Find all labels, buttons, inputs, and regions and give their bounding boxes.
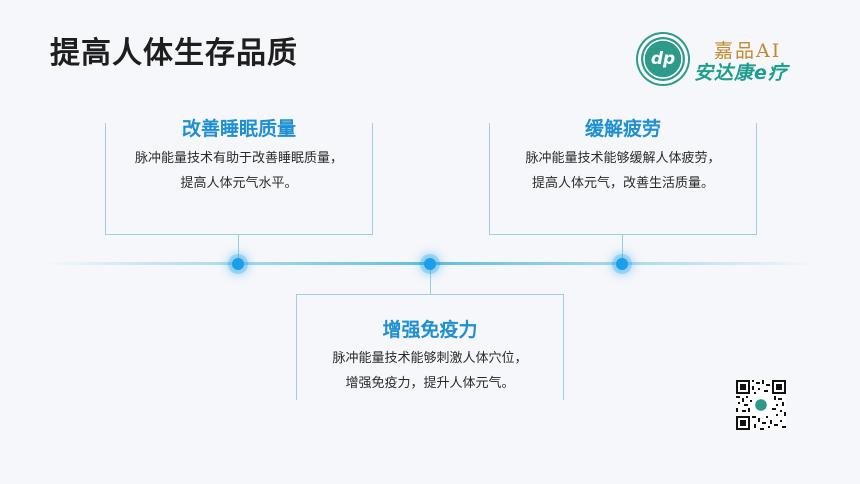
card-sleep: 改善睡眠质量 脉冲能量技术有助于改善睡眠质量， 提高人体元气水平。 — [105, 118, 373, 235]
card-text-line: 脉冲能量技术能够缓解人体疲劳， — [525, 151, 721, 166]
brand-logo: dp 嘉品AI 安达康e疗 — [638, 34, 818, 86]
timeline-node-3 — [616, 258, 628, 270]
connector-3 — [430, 270, 431, 294]
connector-1 — [238, 235, 239, 259]
card-text-line: 提高人体元气水平。 — [180, 176, 298, 191]
logo-brand-text: 嘉品AI — [714, 40, 782, 62]
card-immunity: 增强免疫力 脉冲能量技术能够刺激人体穴位， 增强免疫力，提升人体元气。 — [296, 294, 564, 400]
timeline-node-2 — [424, 258, 436, 270]
connector-2 — [622, 235, 623, 259]
dp-badge-icon: dp — [638, 34, 688, 84]
qr-code-icon — [736, 380, 786, 430]
card-title: 改善睡眠质量 — [181, 118, 296, 140]
page-title: 提高人体生存品质 — [50, 36, 298, 71]
timeline-node-1 — [232, 258, 244, 270]
logo-name-text: 安达康e疗 — [694, 62, 788, 84]
card-text-line: 增强免疫力，提升人体元气。 — [345, 376, 515, 391]
card-text-line: 脉冲能量技术有助于改善睡眠质量， — [134, 151, 343, 166]
card-title: 缓解疲劳 — [584, 118, 661, 140]
svg-text:dp: dp — [651, 49, 675, 69]
card-fatigue: 缓解疲劳 脉冲能量技术能够缓解人体疲劳， 提高人体元气，改善生活质量。 — [489, 118, 757, 235]
card-text-line: 提高人体元气，改善生活质量。 — [531, 176, 714, 191]
card-title: 增强免疫力 — [382, 319, 478, 341]
card-text-line: 脉冲能量技术能够刺激人体穴位， — [332, 351, 528, 366]
